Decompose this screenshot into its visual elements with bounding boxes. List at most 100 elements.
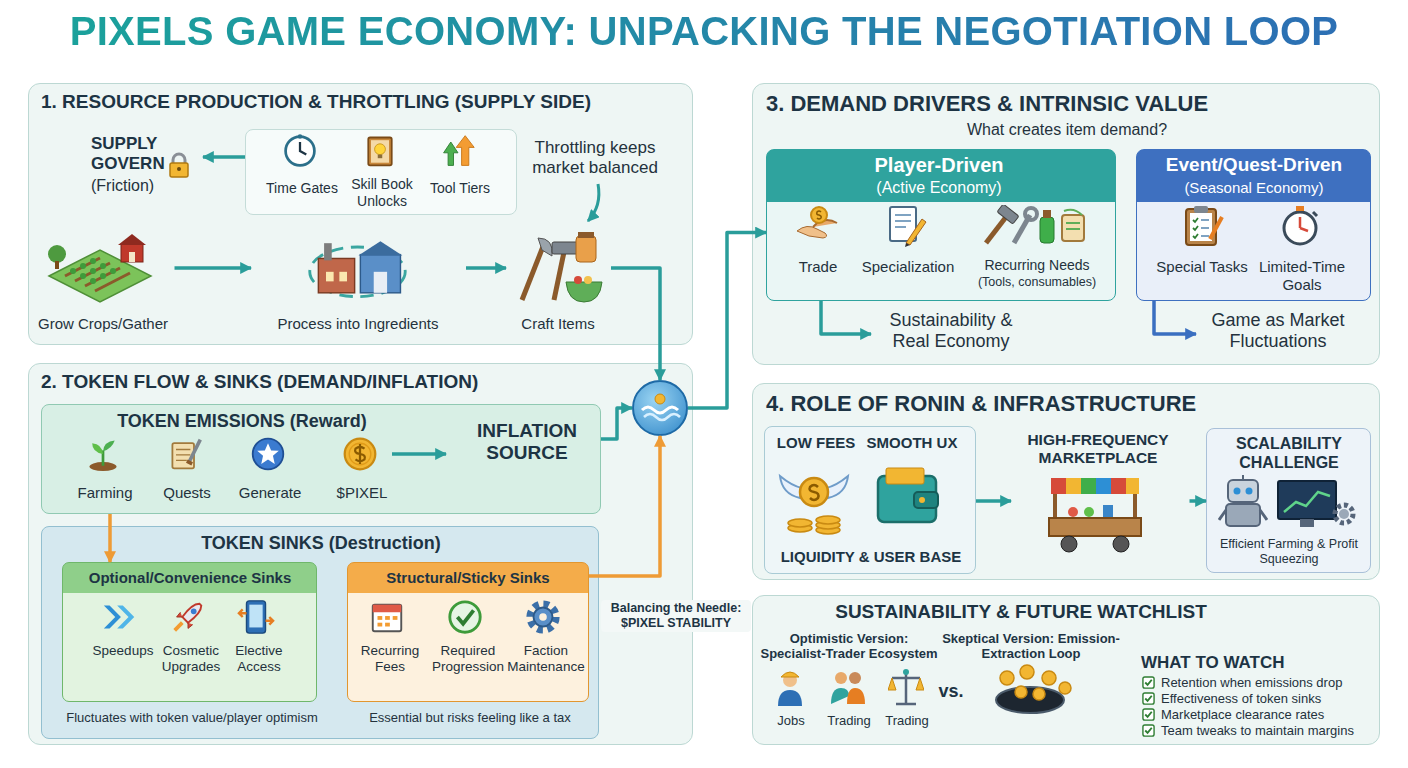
node-text: $PIXEL [322, 484, 402, 502]
emissions-box: TOKEN EMISSIONS (Reward)FarmingQuestsGen… [41, 404, 601, 514]
clock-icon [286, 134, 315, 165]
text-holder: Team tweaks to maintain margins [1161, 723, 1376, 738]
node-text: Time Gates [260, 180, 344, 197]
process-step: Process into Ingredients [251, 226, 466, 338]
text-holder: Cosmetic Upgrades [151, 643, 231, 675]
flow-arrow [1154, 301, 1196, 334]
flow-arrow [203, 155, 245, 159]
craft-icon [522, 232, 602, 302]
text-holder: (Seasonal Economy) [1142, 179, 1367, 197]
people-icon [831, 672, 865, 704]
flow-arrow [108, 514, 112, 562]
text-holder: Time Gates [260, 180, 344, 197]
text-holder: Game as Market Fluctuations [1196, 310, 1361, 352]
node-text: Specialization [853, 258, 963, 276]
text-holder: INFLATION SOURCE [462, 420, 592, 465]
text-holder: Recurring Fees [351, 643, 429, 675]
clipboard-icon [1186, 206, 1222, 245]
node-text: Sustainability & Real Economy [871, 310, 1031, 352]
text-holder: TOKEN SINKS (Destruction) [121, 533, 521, 554]
flow-arrow [688, 233, 766, 408]
text-holder: (Tools, consumables) [962, 275, 1112, 290]
sink-category-box: Structural/Sticky SinksRecurring FeesReq… [347, 562, 589, 702]
node-text: SMOOTH UX [862, 434, 962, 452]
text-holder: LIQUIDITY & USER BASE [769, 548, 973, 566]
text-holder: 2. TOKEN FLOW & SINKS (DEMAND/INFLATION) [41, 371, 686, 393]
text-holder: Farming [65, 484, 145, 502]
node-text: Elective Access [219, 643, 299, 675]
node-text: Special Tasks [1147, 258, 1257, 276]
node-text: What creates item demand? [907, 121, 1227, 140]
node-text: Quests [147, 484, 227, 502]
node-text: (Active Economy) [774, 179, 1104, 198]
text-holder: Effectiveness of token sinks [1161, 691, 1376, 706]
text-holder: Trading [819, 713, 879, 728]
process-step: Craft Items [506, 226, 611, 338]
section-panel: LOW FEESSMOOTH UXLIQUIDITY & USER BASEHI… [752, 383, 1380, 580]
node-text: Tool Tiers [418, 180, 502, 197]
text-holder: Fluctuates with token value/player optim… [46, 710, 338, 725]
text-holder: Player-Driven [774, 154, 1104, 178]
wallet-icon [878, 468, 938, 522]
node-text: 2. TOKEN FLOW & SINKS (DEMAND/INFLATION) [41, 371, 686, 393]
text-holder: Trading [877, 713, 937, 728]
driver-box: Player-Driven(Active Economy) TradeSpecia… [766, 149, 1116, 301]
node-text: Trade [778, 258, 858, 276]
node-text: Player-Driven [774, 154, 1104, 178]
hole-icon [996, 665, 1071, 713]
cbox-icon [1143, 677, 1154, 688]
node-text: Essential but risks feeling like a tax [344, 710, 596, 725]
rocket-icon [175, 604, 202, 631]
text-holder: Skeptical Version: Emission-Extraction L… [942, 631, 1120, 662]
calendar-icon [373, 605, 402, 632]
cbox-icon [1143, 693, 1154, 704]
node-text: Recurring Needs [962, 257, 1112, 274]
wingcoin-icon [780, 476, 848, 534]
node-text: Grow Crops/Gather [36, 315, 171, 333]
flow-arrow [175, 266, 252, 270]
text-holder: vs. [931, 681, 971, 702]
flow-arrow [976, 499, 1011, 503]
node-text: 4. ROLE OF RONIN & INFRASTRUCTURE [766, 391, 1366, 417]
node-text: Skeptical Version: Emission-Extraction L… [942, 631, 1120, 662]
node-text: WHAT TO WATCH [1141, 653, 1341, 673]
node-text: Team tweaks to maintain margins [1161, 723, 1376, 738]
node-text: (Tools, consumables) [962, 275, 1112, 290]
pointer-arrow [588, 184, 599, 221]
star-icon [253, 439, 284, 470]
section-panel: TOKEN EMISSIONS (Reward)FarmingQuestsGen… [28, 363, 693, 745]
title-holder: PIXELS GAME ECONOMY: UNPACKING THE NEGOT… [14, 8, 1394, 55]
text-holder: 4. ROLE OF RONIN & INFRASTRUCTURE [766, 391, 1366, 417]
node-text: INFLATION SOURCE [462, 420, 592, 465]
process-step: Grow Crops/Gather [36, 226, 175, 338]
text-holder: Process into Ingredients [253, 315, 463, 333]
text-holder: Quests [147, 484, 227, 502]
text-holder: Grow Crops/Gather [36, 315, 171, 333]
node-text: Cosmetic Upgrades [151, 643, 231, 675]
stopwatch-icon [1284, 206, 1317, 244]
node-text: Fluctuates with token value/player optim… [46, 710, 338, 725]
node-text: Trading [877, 713, 937, 728]
node-text: Process into Ingredients [253, 315, 463, 333]
text-holder: SUPPLY GOVERN [91, 134, 173, 174]
text-holder: WHAT TO WATCH [1141, 653, 1341, 673]
text-holder: SCALABILITY CHALLENGE [1212, 435, 1367, 473]
friction-label: SUPPLY GOVERN (Friction) [83, 131, 203, 207]
node-text: Skill Book Unlocks [340, 176, 424, 209]
throttle-box: Time GatesSkill Book UnlocksTool Tiers [245, 129, 517, 215]
cbox-icon [1143, 709, 1154, 720]
text-holder: Craft Items [508, 315, 608, 333]
text-holder: Jobs [761, 713, 821, 728]
text-holder: 3. DEMAND DRIVERS & INTRINSIC VALUE [766, 91, 1366, 117]
node-text: Balancing the Needle: $PIXEL STABILITY [601, 600, 751, 632]
node-text: SCALABILITY CHALLENGE [1212, 435, 1367, 473]
scale-icon [888, 669, 924, 704]
text-holder: 1. RESOURCE PRODUCTION & THROTTLING (SUP… [41, 91, 686, 113]
text-holder: Event/Quest-Driven [1142, 154, 1367, 176]
text-holder: Specialization [853, 258, 963, 276]
node-text: (Friction) [91, 177, 191, 196]
pointer-arrow [392, 452, 446, 456]
text-holder: $PIXEL [322, 484, 402, 502]
node-text: Limited-Time Goals [1252, 258, 1352, 293]
